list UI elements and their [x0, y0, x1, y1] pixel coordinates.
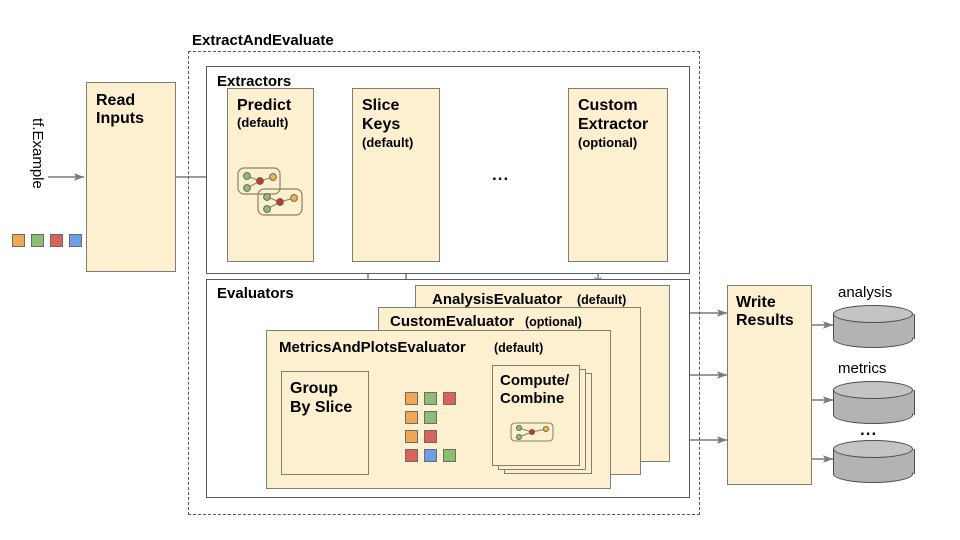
- output-store-other[interactable]: [833, 440, 915, 483]
- group-by-slice-box[interactable]: Group By Slice: [281, 371, 369, 475]
- evaluators-title: Evaluators: [217, 285, 294, 302]
- extractor-predict-qualifier: (default): [237, 115, 289, 130]
- output-store-metrics[interactable]: [833, 381, 915, 424]
- output-label-analysis: analysis: [838, 284, 893, 301]
- evaluator-custom-name: CustomEvaluator: [390, 313, 515, 330]
- compute-combine-box[interactable]: Compute/ Combine: [492, 365, 580, 466]
- read-inputs-label: Read Inputs: [96, 92, 144, 128]
- read-inputs-box[interactable]: Read Inputs: [86, 82, 176, 272]
- swatch-red: [405, 449, 418, 462]
- graph-icon: [510, 422, 554, 442]
- swatch-red: [50, 234, 63, 247]
- output-label-metrics: metrics: [838, 360, 887, 377]
- evaluator-analysis-name: AnalysisEvaluator: [432, 291, 563, 308]
- extractor-slice-keys-name-line1: Slice: [362, 97, 400, 114]
- compute-combine-line2: Combine: [500, 390, 565, 407]
- cylinder-top: [833, 381, 913, 399]
- evaluator-metrics-name: MetricsAndPlotsEvaluator: [279, 339, 466, 356]
- cylinder-top: [833, 305, 913, 323]
- write-results-label: Write Results: [736, 294, 794, 330]
- extractor-slice-keys-box[interactable]: Slice Keys (default): [352, 88, 440, 262]
- extractor-predict-box[interactable]: Predict (default): [227, 88, 314, 262]
- evaluator-metrics-qualifier: (default): [494, 341, 544, 355]
- swatch-green: [424, 392, 437, 405]
- swatch-green: [31, 234, 44, 247]
- output-label-ellipsis: ...: [860, 420, 878, 439]
- swatch-red: [424, 430, 437, 443]
- extractor-ellipsis: ...: [492, 165, 510, 184]
- swatch-orange: [405, 430, 418, 443]
- swatch-orange: [405, 392, 418, 405]
- group-by-slice-line1: Group: [290, 380, 338, 397]
- swatch-orange: [12, 234, 25, 247]
- swatch-blue: [69, 234, 82, 247]
- extractor-predict-name: Predict: [237, 97, 292, 114]
- cylinder-top: [833, 440, 913, 458]
- extractor-custom-box[interactable]: Custom Extractor (optional): [568, 88, 668, 262]
- input-label: tf.Example: [29, 118, 46, 189]
- output-store-analysis[interactable]: [833, 305, 915, 348]
- swatch-blue: [424, 449, 437, 462]
- extractor-custom-name-line1: Custom: [578, 97, 638, 114]
- swatch-red: [443, 392, 456, 405]
- extractor-custom-qualifier: (optional): [578, 135, 638, 150]
- extractors-title: Extractors: [217, 73, 292, 90]
- graph-icon: [237, 167, 303, 216]
- swatch-green: [424, 411, 437, 424]
- extractor-slice-keys-name-line2: Keys: [362, 116, 401, 133]
- evaluator-custom-qualifier: (optional): [525, 315, 582, 329]
- write-results-box[interactable]: Write Results: [727, 285, 812, 485]
- extract-and-evaluate-container: [188, 51, 700, 515]
- extractor-slice-keys-qualifier: (default): [362, 135, 414, 150]
- swatch-green: [443, 449, 456, 462]
- evaluator-analysis-qualifier: (default): [577, 293, 627, 307]
- extract-and-evaluate-title: ExtractAndEvaluate: [192, 32, 334, 49]
- compute-combine-line1: Compute/: [500, 372, 570, 389]
- group-by-slice-line2: By Slice: [290, 399, 353, 416]
- extractor-custom-name-line2: Extractor: [578, 116, 649, 133]
- swatch-orange: [405, 411, 418, 424]
